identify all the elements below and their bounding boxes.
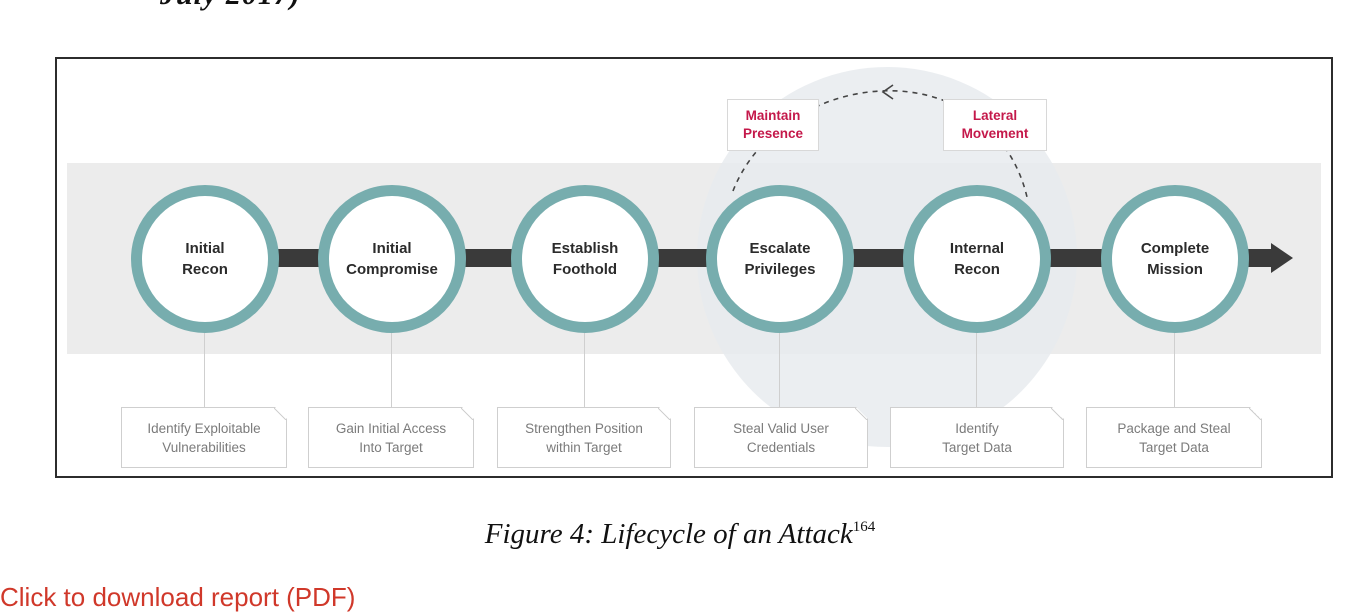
connector-line bbox=[779, 331, 780, 407]
stage-description-card: Gain Initial Access Into Target bbox=[308, 407, 474, 468]
attack-lifecycle-diagram: Maintain Presence Lateral Movement Initi… bbox=[55, 57, 1333, 478]
stage-label-line1: Initial bbox=[185, 240, 225, 257]
stage-description-card: Identify Target Data bbox=[890, 407, 1064, 468]
stage-internal-recon: Internal Recon bbox=[903, 185, 1051, 333]
stage-description-card: Strengthen Position within Target bbox=[497, 407, 671, 468]
stage-initial-compromise: Initial Compromise bbox=[318, 185, 466, 333]
caption-footnote: 164 bbox=[852, 519, 876, 535]
stage-description: Identify Exploitable Vulnerabilities bbox=[147, 420, 261, 455]
connector-line bbox=[976, 331, 977, 407]
loop-arrow bbox=[732, 84, 1028, 198]
stage-description-card: Identify Exploitable Vulnerabilities bbox=[121, 407, 287, 468]
connector-line bbox=[1174, 331, 1175, 407]
stage-description: Gain Initial Access Into Target bbox=[335, 420, 447, 455]
caption-text: Figure 4: Lifecycle of an Attack bbox=[484, 518, 853, 550]
stage-complete-mission: Complete Mission bbox=[1101, 185, 1249, 333]
stage-label-line2: Privileges bbox=[744, 261, 816, 278]
connector-line bbox=[204, 331, 205, 407]
stage-label-line2: Mission bbox=[1147, 261, 1203, 278]
stage-label-line2: Recon bbox=[182, 261, 228, 278]
stage-label-line1: Escalate bbox=[749, 240, 811, 257]
stage-description: Identify Target Data bbox=[942, 420, 1012, 455]
stage-establish-foothold: Establish Foothold bbox=[511, 185, 659, 333]
connector-line bbox=[391, 331, 392, 407]
stage-description-card: Steal Valid User Credentials bbox=[694, 407, 868, 468]
maintain-presence-label: Maintain Presence bbox=[742, 108, 804, 141]
stage-label-line1: Internal bbox=[949, 240, 1005, 257]
stage-description: Steal Valid User Credentials bbox=[733, 420, 829, 455]
lateral-movement-label: Lateral Movement bbox=[961, 108, 1029, 141]
previous-text-fragment: July 2017) bbox=[160, 0, 301, 12]
stage-description-card: Package and Steal Target Data bbox=[1086, 407, 1262, 468]
stage-label-line1: Establish bbox=[551, 240, 619, 257]
stage-label-line2: Recon bbox=[954, 261, 1000, 278]
download-pdf-link[interactable]: Click to download report (PDF) bbox=[0, 582, 356, 612]
maintain-presence-label-box: Maintain Presence bbox=[727, 99, 819, 151]
lateral-movement-label-box: Lateral Movement bbox=[943, 99, 1047, 151]
stage-escalate-privileges: Escalate Privileges bbox=[706, 185, 854, 333]
stage-label-line1: Initial bbox=[372, 240, 412, 257]
stage-label-line2: Foothold bbox=[552, 261, 618, 278]
stage-description: Package and Steal Target Data bbox=[1117, 420, 1231, 455]
connector-line bbox=[584, 331, 585, 407]
stage-initial-recon: Initial Recon bbox=[131, 185, 279, 333]
figure-caption: Figure 4: Lifecycle of an Attack164 bbox=[0, 518, 1360, 551]
timeline-arrowhead bbox=[1271, 243, 1293, 273]
stage-label-line2: Compromise bbox=[346, 261, 438, 278]
stage-description: Strengthen Position within Target bbox=[525, 420, 643, 455]
stage-label-line1: Complete bbox=[1140, 240, 1210, 257]
